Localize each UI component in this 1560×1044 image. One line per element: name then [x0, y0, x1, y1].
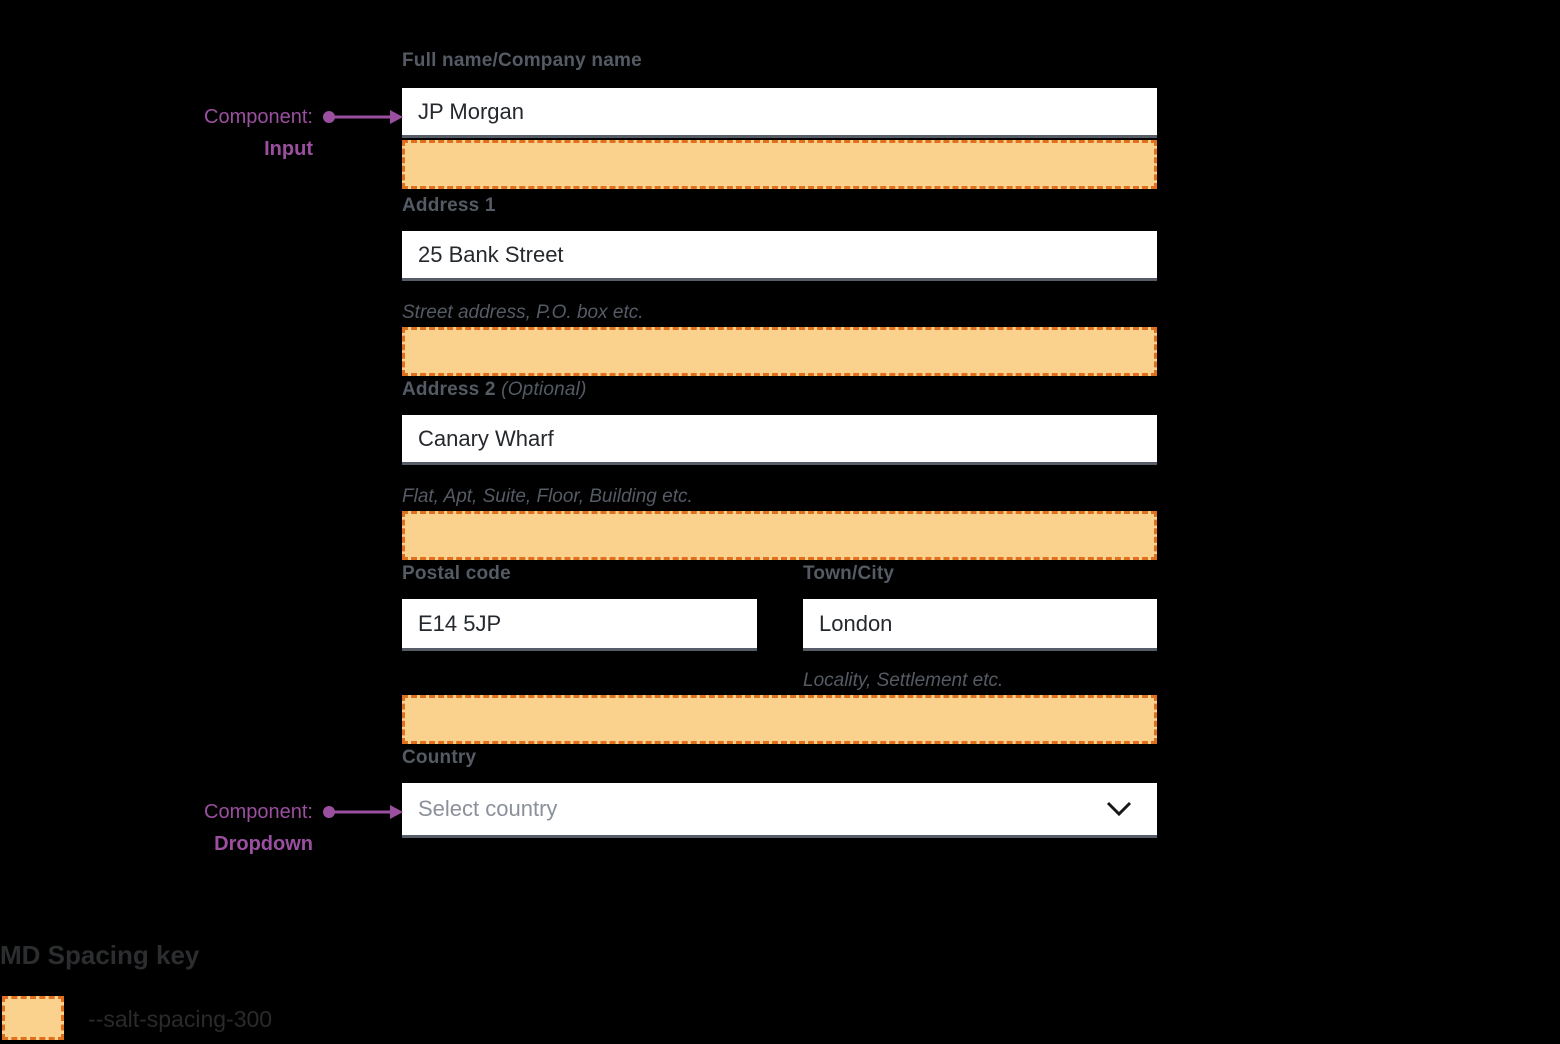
- address2-input[interactable]: [402, 415, 1157, 465]
- spacing-key-swatch: [2, 996, 64, 1040]
- arrow-right-icon: [323, 805, 403, 819]
- annotation-component-name: Dropdown: [214, 833, 313, 855]
- full-name-input[interactable]: [402, 88, 1157, 138]
- address2-optional-text: (Optional): [501, 379, 587, 400]
- postal-code-label: Postal code: [402, 563, 511, 584]
- spacing-block-300: [402, 327, 1157, 376]
- full-name-label: Full name/Company name: [402, 50, 642, 71]
- annotation-prefix: Component:: [204, 801, 313, 823]
- spacing-block-300: [402, 140, 1157, 189]
- annotation-component-input: Component: Input: [120, 101, 313, 165]
- address2-label: Address 2 (Optional): [402, 379, 587, 401]
- annotation-prefix: Component:: [204, 106, 313, 128]
- town-city-helper-text: Locality, Settlement etc.: [803, 670, 1004, 691]
- country-dropdown[interactable]: Select country: [402, 783, 1157, 838]
- arrow-right-icon: [323, 110, 403, 124]
- address1-label: Address 1: [402, 195, 496, 216]
- spacing-block-300: [402, 695, 1157, 744]
- spacing-block-300: [402, 511, 1157, 560]
- chevron-down-icon: [1106, 801, 1132, 817]
- spacing-key-token: --salt-spacing-300: [88, 1006, 273, 1032]
- country-label: Country: [402, 747, 477, 768]
- postal-code-input[interactable]: [402, 599, 757, 651]
- town-city-label: Town/City: [803, 563, 895, 584]
- town-city-input[interactable]: [803, 599, 1157, 651]
- address2-label-text: Address 2: [402, 379, 496, 400]
- spacing-key-title: MD Spacing key: [0, 940, 200, 970]
- address1-input[interactable]: [402, 231, 1157, 281]
- country-dropdown-placeholder: Select country: [418, 796, 558, 821]
- annotation-component-name: Input: [264, 138, 313, 160]
- address1-helper-text: Street address, P.O. box etc.: [402, 302, 644, 323]
- address2-helper-text: Flat, Apt, Suite, Floor, Building etc.: [402, 486, 693, 507]
- annotation-component-dropdown: Component: Dropdown: [120, 796, 313, 860]
